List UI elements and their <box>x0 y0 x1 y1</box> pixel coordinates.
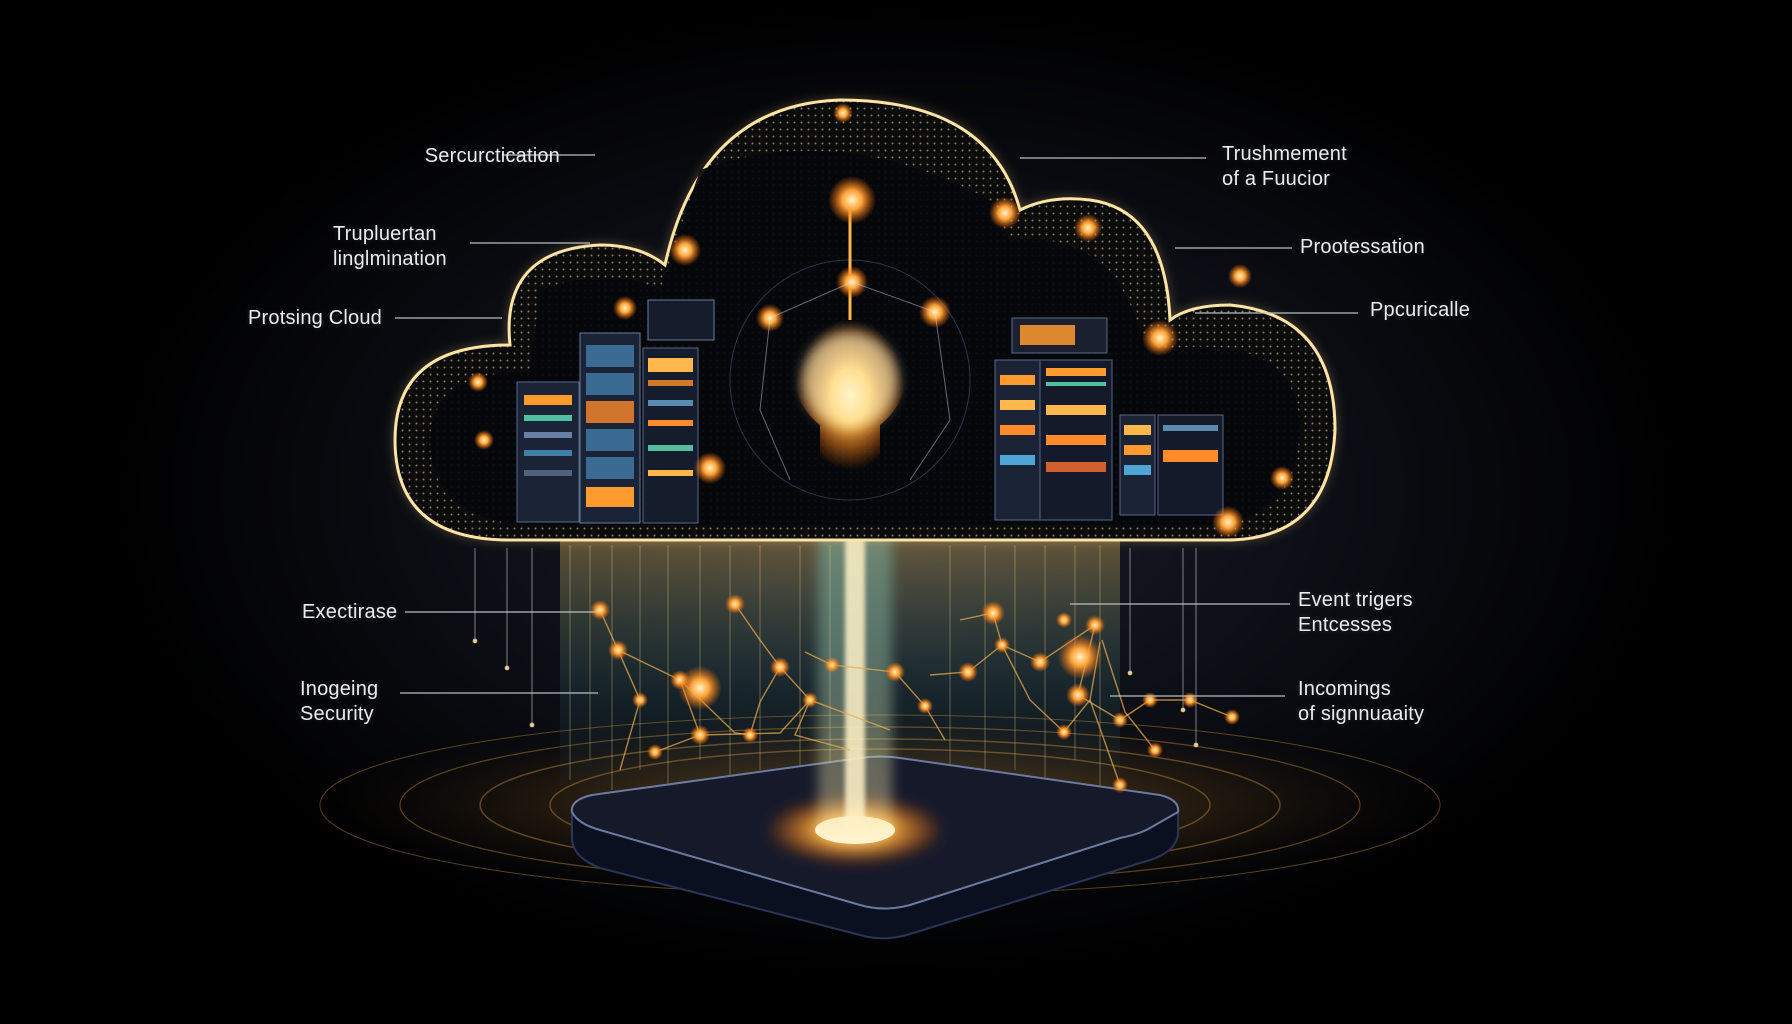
cloud-network-lines <box>759 281 951 481</box>
label-line: Event trigers <box>1298 589 1413 611</box>
label-sercurctication: Sercurctication <box>380 144 560 169</box>
label-prootessation: Prootessation <box>1300 235 1425 260</box>
label-line: Prootessation <box>1300 236 1425 258</box>
label-line: Ppcuricalle <box>1370 299 1471 321</box>
server-rack-icon <box>516 299 1224 524</box>
label-trupluertan: Trupluertan linglmination <box>333 222 447 272</box>
label-line: Trupluertan <box>333 223 437 245</box>
label-line: Exectirase <box>302 601 398 623</box>
node-network <box>590 594 1240 793</box>
cloud-glow-nodes <box>468 103 1294 538</box>
label-event-trigers: Event trigers Entcesses <box>1298 588 1413 638</box>
label-protsing-cloud: Protsing Cloud <box>248 306 382 331</box>
label-exectirase: Exectirase <box>302 600 397 625</box>
label-inogeing-security: Inogeing Security <box>300 677 378 727</box>
lightbulb-icon <box>729 200 971 501</box>
label-line: of a Fuucior <box>1222 168 1331 190</box>
label-line: Trushmement <box>1222 143 1347 165</box>
label-line: Inogeing <box>300 678 379 700</box>
label-ppcuricalle: Ppcuricalle <box>1370 298 1470 323</box>
label-trushmement: Trushmement of a Fuucior <box>1222 142 1347 192</box>
label-line: Sercurctication <box>424 145 560 167</box>
label-line: Security <box>300 703 374 725</box>
leader-lines <box>395 154 1358 697</box>
label-line: Protsing Cloud <box>248 307 382 329</box>
label-line: of signnuaaity <box>1298 703 1425 725</box>
label-line: linglmination <box>333 248 447 270</box>
label-line: Entcesses <box>1298 614 1393 636</box>
label-line: Incomings <box>1298 678 1391 700</box>
label-incomings: Incomings of signnuaaity <box>1298 677 1424 727</box>
